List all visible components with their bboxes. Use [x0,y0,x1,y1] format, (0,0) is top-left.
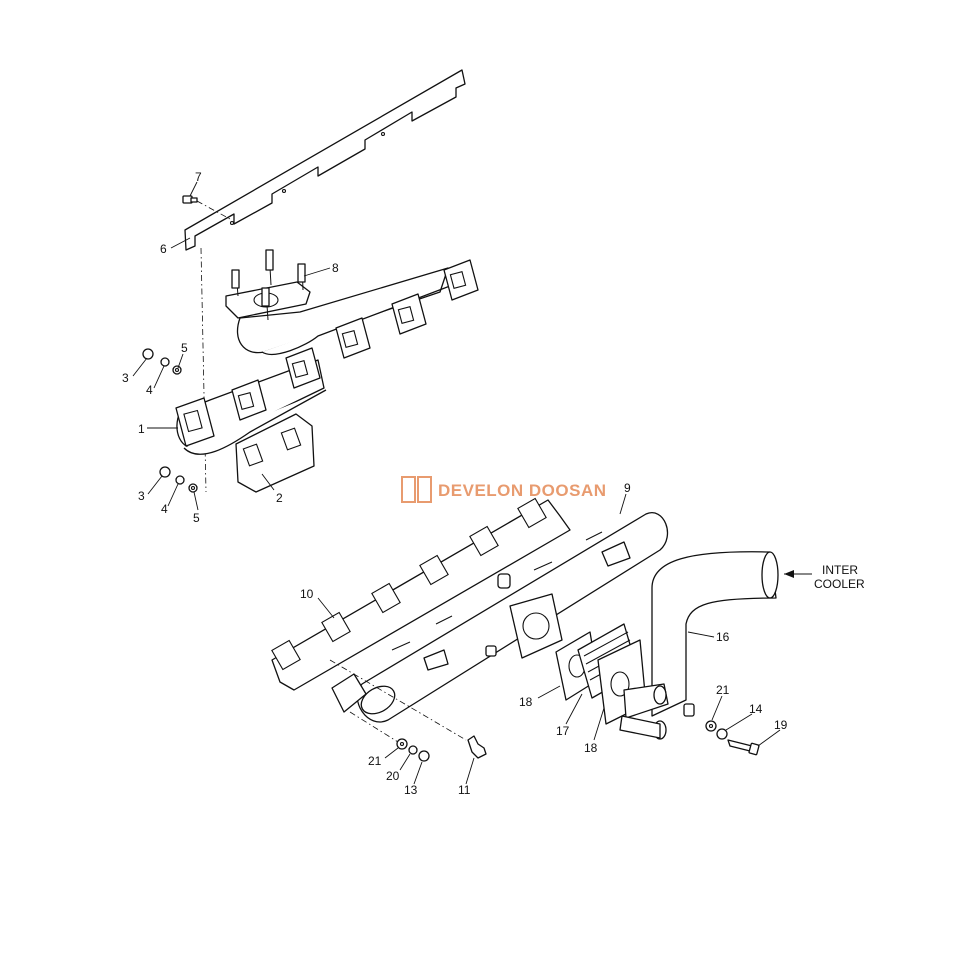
callout-10: 10 [300,587,314,601]
heat-shield-part-6 [184,69,466,251]
callout-16: 16 [716,630,730,644]
gasket-part-2 [235,413,315,493]
callout-11: 11 [458,783,471,797]
callout-4-lower: 4 [161,502,168,516]
bolt-part-11 [329,659,487,759]
callout-20: 20 [386,769,400,783]
develon-doosan-watermark: DEVELON DOOSAN [401,476,607,503]
washer-bolt-set-right [705,720,760,756]
bolt-part-7 [182,195,231,220]
callout-18-right: 18 [584,741,598,755]
callout-13: 13 [404,783,418,797]
callout-19: 19 [774,718,788,732]
callout-21-left: 21 [368,754,382,768]
callout-2: 2 [276,491,283,505]
callout-4-upper: 4 [146,383,153,397]
exhaust-manifold-part-1 [175,347,327,455]
callout-18-left: 18 [519,695,533,709]
annotation-line-2: COOLER [814,577,865,591]
nut-washer-set-upper [142,348,182,375]
callout-17: 17 [556,724,570,738]
intercooler-pipe-part-16 [619,551,779,740]
callout-1: 1 [138,422,145,436]
callout-14: 14 [749,702,763,716]
watermark-text: DEVELON DOOSAN [438,481,607,500]
nut-washer-set-lower [159,466,198,493]
annotation-line-1: INTER [822,563,858,577]
callout-3-lower: 3 [138,489,145,503]
exhaust-manifold-rear-section [225,249,479,359]
intake-gasket-part-10 [271,497,571,691]
callout-3-upper: 3 [122,371,129,385]
callout-8: 8 [332,261,339,275]
callout-6: 6 [160,242,167,256]
callout-labels: 7 6 8 3 4 5 1 3 4 5 2 9 10 16 18 17 18 2… [122,170,788,797]
callout-5-upper: 5 [181,341,188,355]
leader-lines [132,181,781,785]
washer-set-lower-left [349,711,430,762]
callout-9: 9 [624,481,631,495]
alignment-line-upper [200,247,207,493]
intercooler-arrow [784,570,812,578]
callout-7: 7 [195,170,202,184]
intercooler-annotation: INTER COOLER [814,563,865,591]
callout-5-lower: 5 [193,511,200,525]
callout-21-right: 21 [716,683,730,697]
intake-manifold-part-9 [331,512,669,723]
